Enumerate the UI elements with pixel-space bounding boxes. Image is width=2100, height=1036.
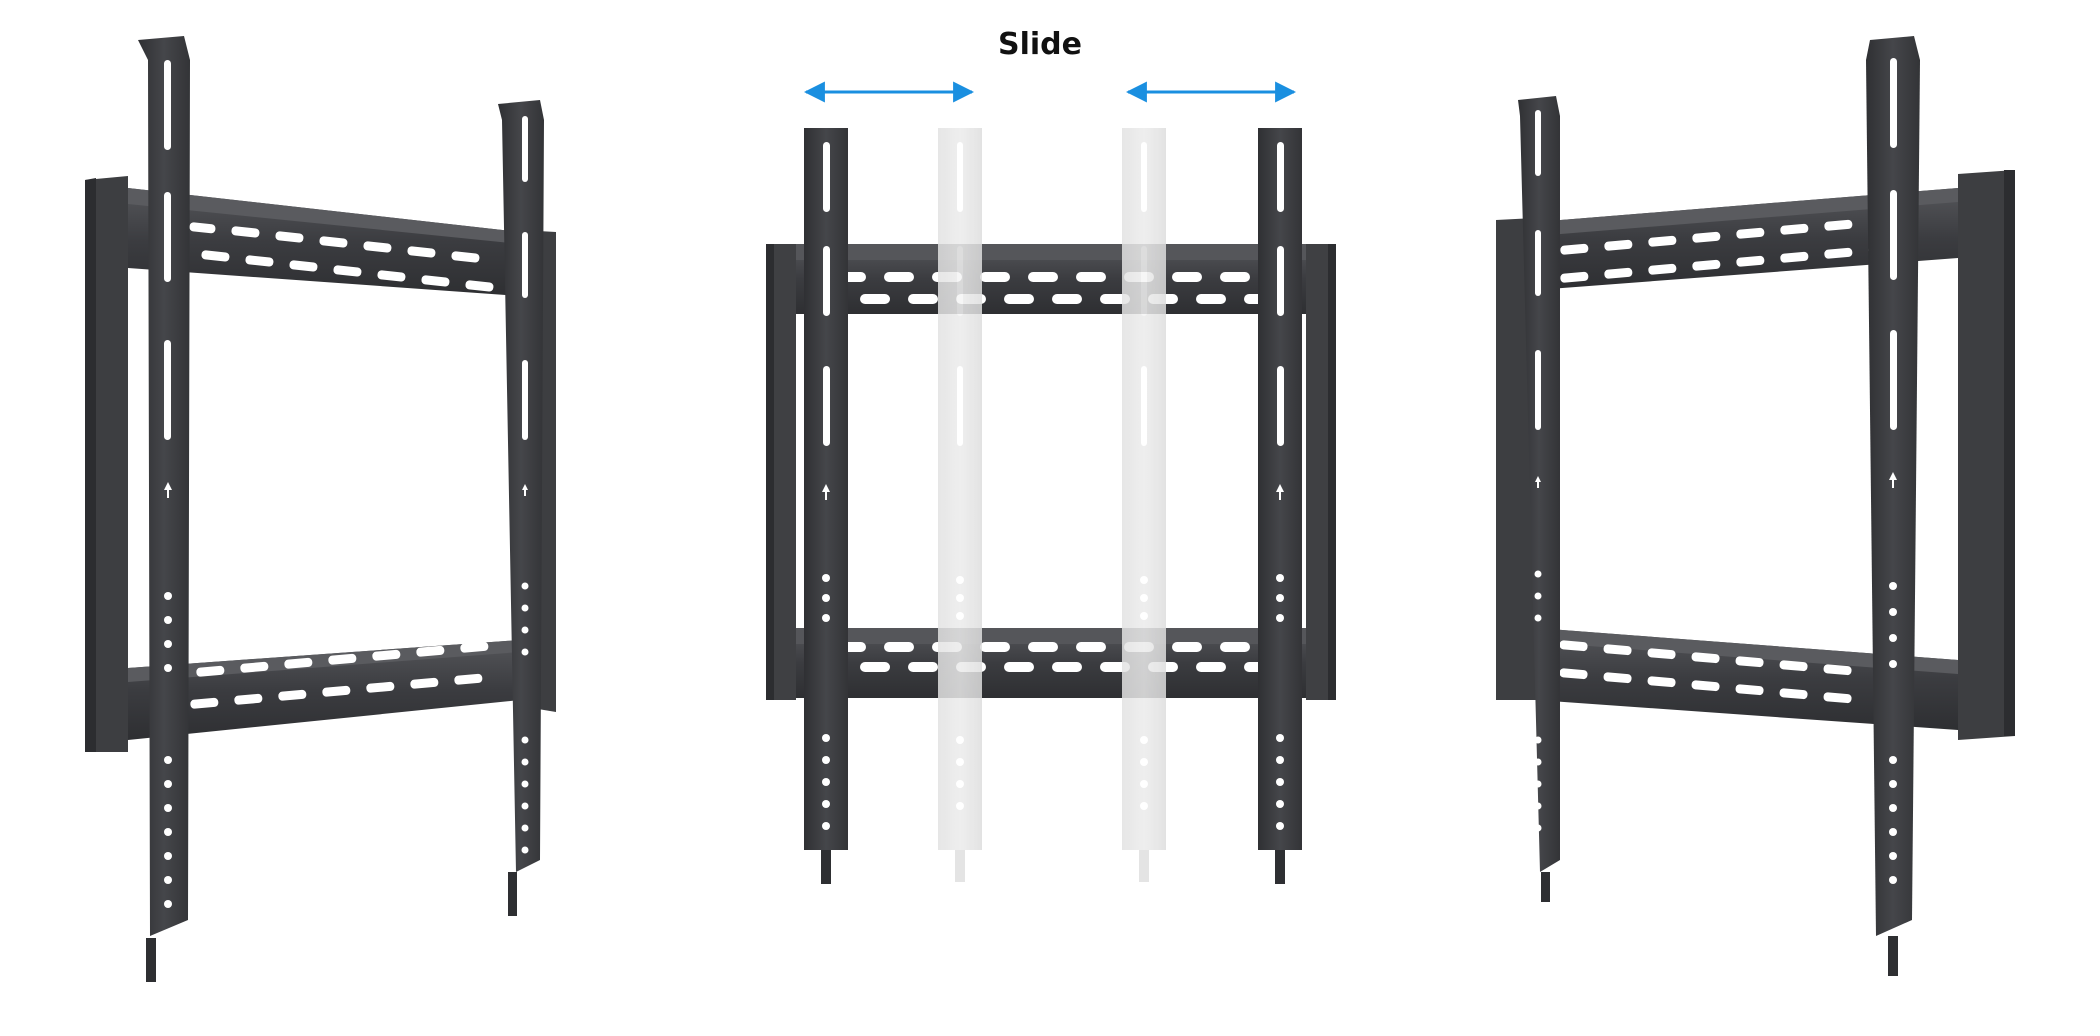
slide-label: Slide (998, 27, 1082, 62)
left-upright-front (138, 36, 190, 936)
right-angled-view (1496, 36, 2015, 976)
left-top-slots (189, 222, 494, 292)
left-bottom-slots (190, 641, 489, 709)
center-upright-right (1258, 128, 1302, 884)
left-upright-holes (164, 592, 172, 908)
right-frame-rail (1958, 170, 2015, 740)
right-top-slots (1560, 215, 1897, 283)
ghost-upright-left (938, 128, 982, 882)
front-view-slide: Slide (766, 27, 1336, 884)
right-bottom-slots (1559, 640, 1852, 704)
ghost-upright-right (1122, 128, 1166, 882)
left-upright-back (498, 100, 544, 872)
left-angled-view (85, 36, 556, 982)
center-upright-left (804, 128, 848, 884)
